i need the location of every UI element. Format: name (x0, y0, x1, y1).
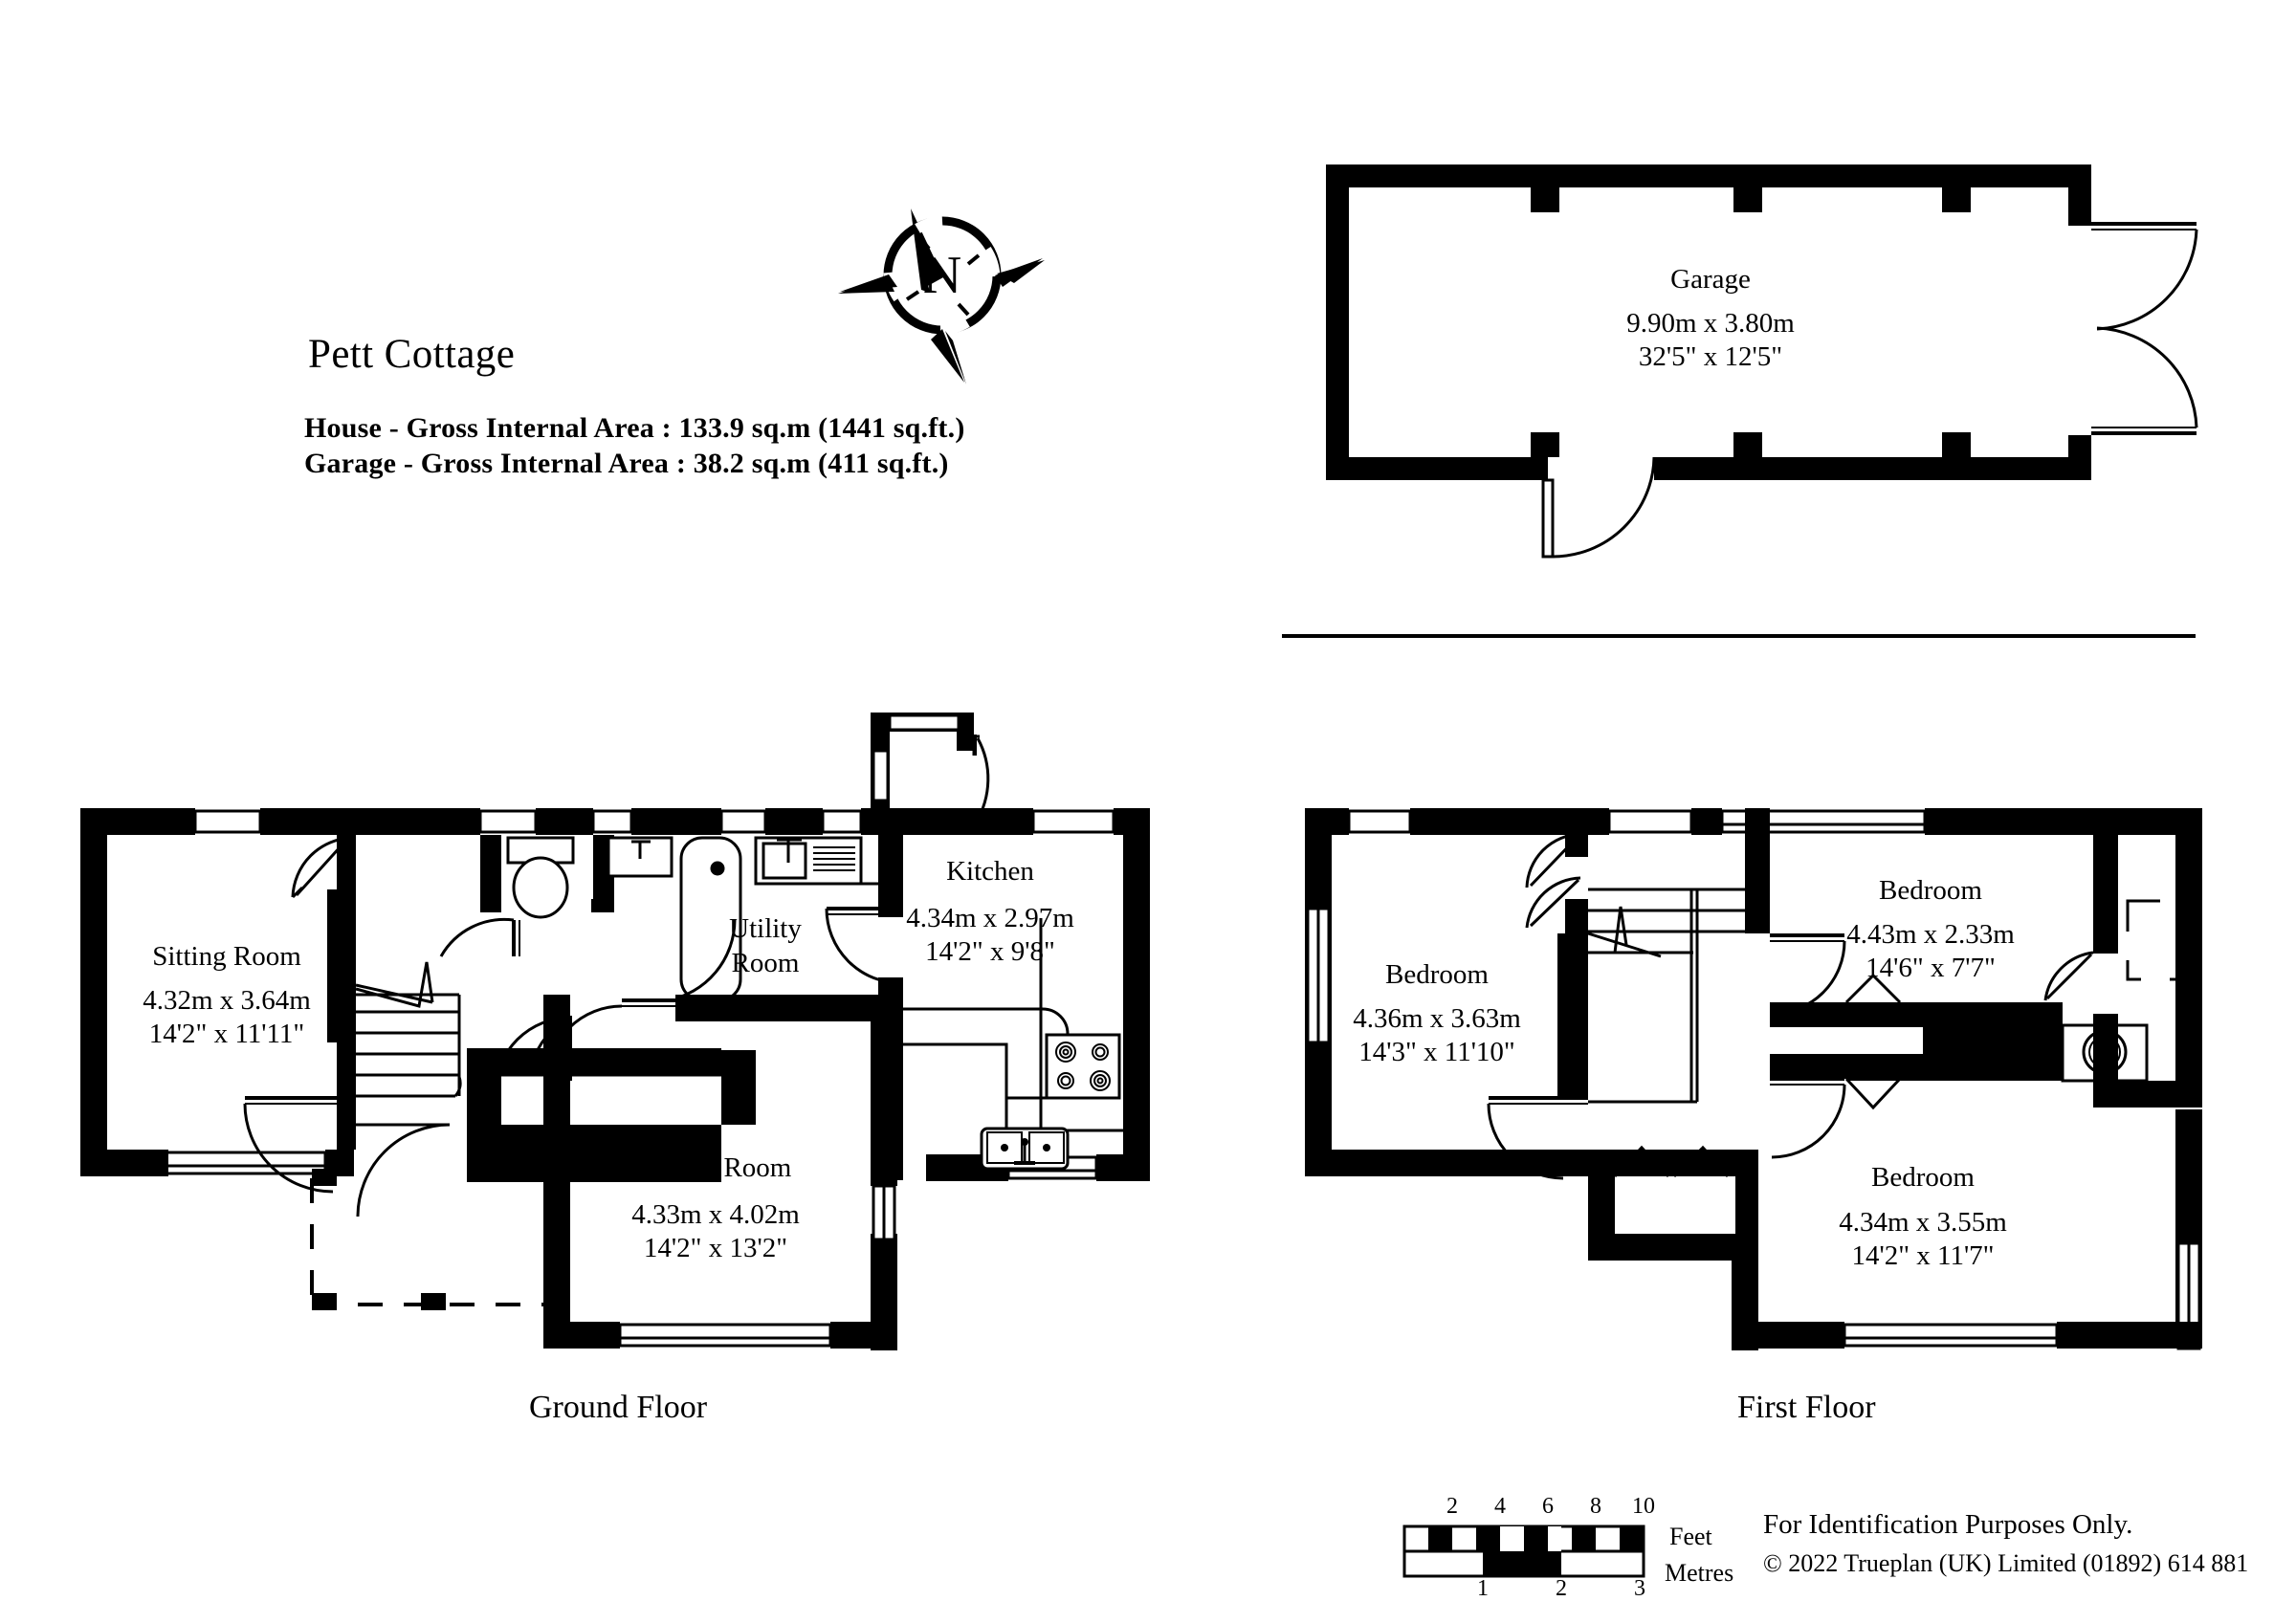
dining-room-name: Dining Room (639, 1152, 792, 1183)
scale-metre-tick-1: 1 (1477, 1576, 1489, 1601)
scale-feet-tick-4: 4 (1494, 1494, 1506, 1519)
ground-floor-plan (80, 713, 1150, 1350)
first-floor-label: First Floor (1737, 1390, 1876, 1425)
garage-outline (1326, 164, 2198, 559)
ground-floor-label: Ground Floor (529, 1390, 708, 1425)
wc-toilet-icon (506, 836, 575, 919)
bedroom-2-name: Bedroom (1879, 875, 1982, 906)
kitchen-dim-metric: 4.34m x 2.97m (906, 903, 1074, 933)
scale-feet-tick-2: 2 (1446, 1494, 1458, 1519)
utility-room-name-2: Room (731, 948, 800, 978)
loft-hatch (2126, 899, 2189, 981)
scale-metres-label: Metres (1665, 1559, 1734, 1587)
scale-metre-tick-3: 3 (1634, 1576, 1645, 1601)
compass-rose (838, 208, 1045, 384)
disclaimer-text: For Identification Purposes Only. (1763, 1509, 2133, 1540)
scale-feet-label: Feet (1669, 1523, 1712, 1550)
garage-dim-metric: 9.90m x 3.80m (1626, 308, 1795, 339)
compass-north-label: N (922, 246, 962, 305)
house-area-line: House - Gross Internal Area : 133.9 sq.m… (304, 412, 965, 444)
utility-sink-icon (754, 836, 863, 886)
scale-metre-tick-2: 2 (1556, 1576, 1567, 1601)
bedroom-2-dim-metric: 4.43m x 2.33m (1846, 919, 2015, 950)
porch-outline (310, 1178, 543, 1306)
sitting-room-dim-metric: 4.32m x 3.64m (143, 985, 311, 1016)
scale-feet-tick-6: 6 (1542, 1494, 1554, 1519)
bedroom-3-dim-imperial: 14'2" x 11'7" (1851, 1240, 1995, 1271)
garage-dim-imperial: 32'5" x 12'5" (1638, 341, 1783, 372)
bedroom-2-dim-imperial: 14'6" x 7'7" (1866, 953, 1996, 983)
kitchen-room-name: Kitchen (946, 856, 1034, 887)
copyright-text: © 2022 Trueplan (UK) Limited (01892) 614… (1763, 1549, 2249, 1577)
garage-room-name: Garage (1670, 264, 1751, 295)
scale-bar (1402, 1524, 1645, 1578)
dining-dim-imperial: 14'2" x 13'2" (643, 1233, 788, 1263)
bedroom-1-name: Bedroom (1385, 959, 1489, 990)
scale-feet-tick-10: 10 (1632, 1494, 1655, 1519)
sitting-room-dim-imperial: 14'2" x 11'11" (148, 1019, 305, 1049)
kitchen-hob-icon (1045, 1033, 1121, 1100)
kitchen-dim-imperial: 14'2" x 9'8" (925, 936, 1055, 967)
bedroom-3-dim-metric: 4.34m x 3.55m (1839, 1207, 2007, 1238)
sitting-room-name: Sitting Room (152, 941, 301, 972)
bedroom-1-dim-imperial: 14'3" x 11'10" (1358, 1037, 1515, 1067)
garage-area-line: Garage - Gross Internal Area : 38.2 sq.m… (304, 448, 949, 479)
page-title: Pett Cottage (308, 332, 516, 377)
bedroom-3-name: Bedroom (1871, 1162, 1975, 1193)
first-floor-plan (1305, 808, 2202, 1350)
kitchen-sink-icon (980, 1127, 1070, 1171)
washbasin-icon (607, 836, 673, 878)
bedroom-1-dim-metric: 4.36m x 3.63m (1353, 1003, 1521, 1034)
scale-feet-tick-8: 8 (1590, 1494, 1601, 1519)
dining-dim-metric: 4.33m x 4.02m (631, 1199, 800, 1230)
utility-room-name: Utility (729, 913, 802, 944)
